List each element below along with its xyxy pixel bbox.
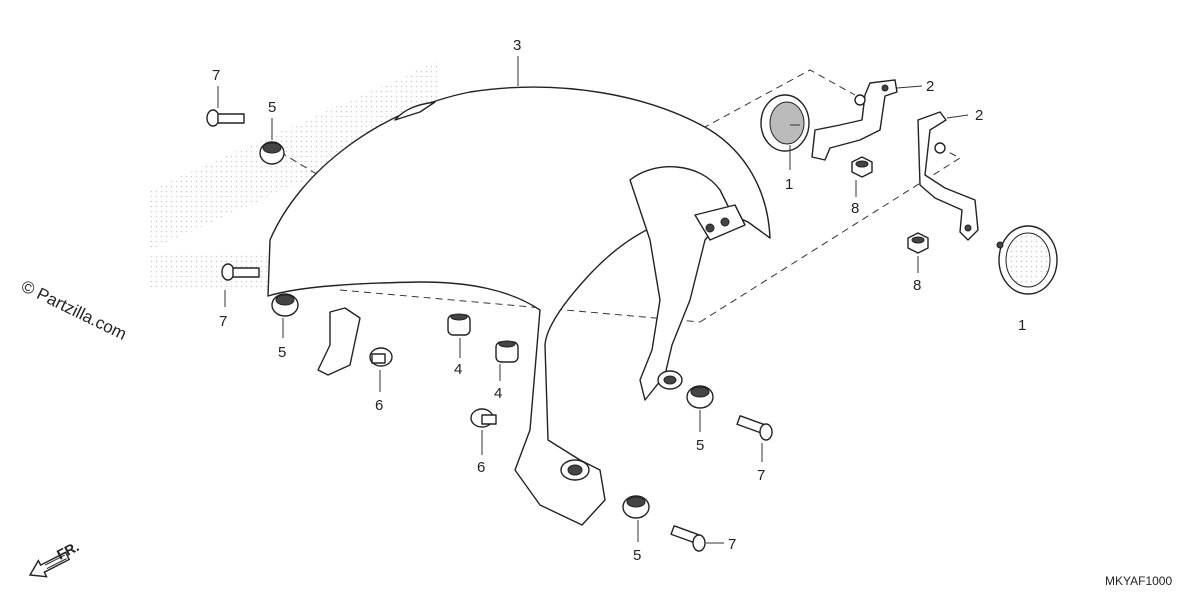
- callout-washer-bottom: 6: [477, 459, 485, 476]
- callout-grommet-right: 5: [696, 437, 704, 454]
- washer-left: [369, 347, 393, 367]
- callout-reflector-right: 1: [1018, 317, 1026, 334]
- bolt-bottom: [670, 525, 706, 552]
- callout-grommet-topleft: 5: [268, 99, 276, 116]
- washer-bottom: [470, 408, 497, 428]
- callout-bracket-right: 2: [975, 107, 983, 124]
- grommet-bottom: [622, 495, 650, 519]
- front-direction-indicator: FR.: [28, 538, 81, 578]
- callout-bolt-left: 7: [219, 313, 227, 330]
- callout-bolt-topleft: 7: [212, 67, 220, 84]
- callout-nut-top: 8: [851, 200, 859, 217]
- partzilla-watermark: © Partzilla.com: [18, 277, 129, 344]
- front-arrow-icon: [28, 551, 71, 578]
- callout-bracket-top: 2: [926, 78, 934, 95]
- callout-collar-a: 4: [454, 361, 462, 378]
- collar-b: [495, 340, 519, 363]
- reflector-right: [996, 225, 1058, 295]
- bolt-right: [736, 415, 773, 441]
- nut-top: [851, 156, 873, 178]
- leader-lines: [217, 56, 969, 544]
- reflector-top: [760, 94, 810, 152]
- callout-labels: 3 2 2 1 1 8 8 7 7 7 7 5 5 5 5 4 4 6 6: [212, 37, 1026, 564]
- bolt-topleft: [206, 109, 245, 127]
- grommet-topleft: [259, 141, 285, 165]
- callout-grommet-left: 5: [278, 344, 286, 361]
- bolt-left: [221, 263, 260, 281]
- callout-bolt-right: 7: [757, 467, 765, 484]
- front-fender: [267, 86, 771, 526]
- callout-bolt-bottom: 7: [728, 536, 736, 553]
- callout-fender: 3: [513, 37, 521, 54]
- diagram-code: MKYAF1000: [1105, 574, 1172, 588]
- callout-nut-right: 8: [913, 277, 921, 294]
- callout-grommet-bottom: 5: [633, 547, 641, 564]
- grommet-left: [271, 293, 299, 317]
- callout-reflector-top: 1: [785, 176, 793, 193]
- bracket-right: [917, 111, 979, 241]
- collar-a: [447, 313, 471, 336]
- nut-right: [907, 232, 929, 254]
- grommet-right: [686, 385, 714, 409]
- callout-collar-b: 4: [494, 385, 502, 402]
- callout-washer-left: 6: [375, 397, 383, 414]
- bracket-top: [811, 79, 898, 161]
